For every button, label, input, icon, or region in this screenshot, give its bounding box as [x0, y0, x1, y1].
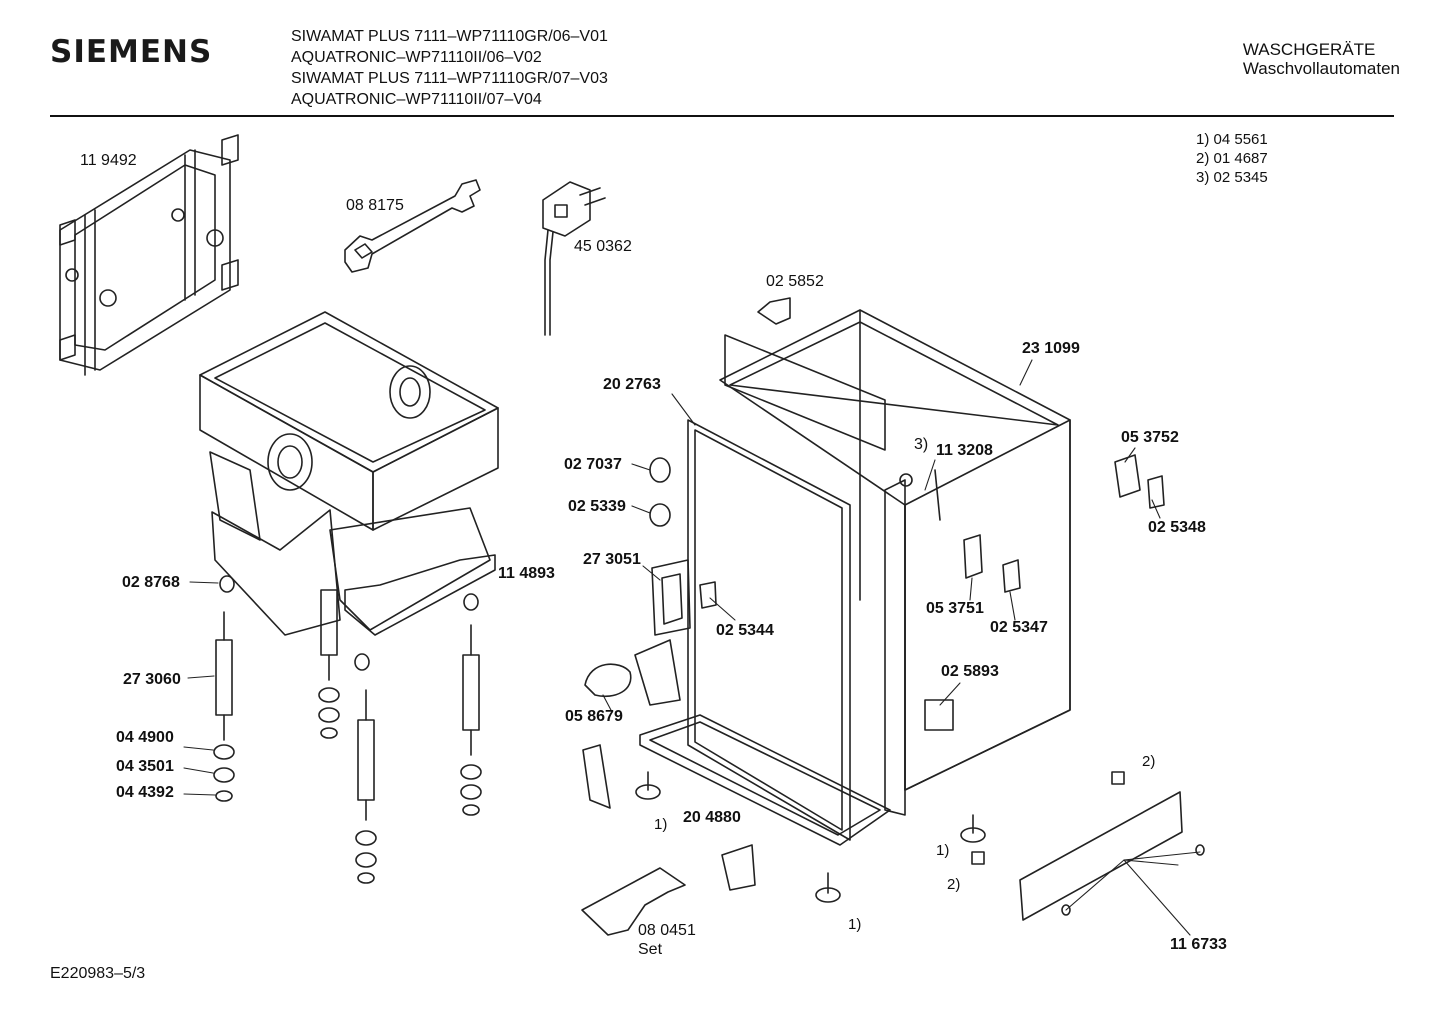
footnote-3: 3) 02 5345	[1196, 169, 1268, 186]
footnote-ref-1c: 1)	[848, 916, 862, 933]
leader-lines	[183, 359, 1201, 936]
washer-stack-drawing	[213, 575, 482, 884]
footnote-list: 1) 04 5561 2) 01 4687 3) 02 5345	[1196, 130, 1268, 187]
power-plug-drawing	[542, 181, 606, 336]
part-label-mounting-frame: 11 9492	[80, 152, 137, 169]
model-line-4: AQUATRONIC–WP71110II/07–V04	[291, 91, 542, 108]
part-label-hinge: 05 3752	[1121, 429, 1179, 446]
model-line-1: SIWAMAT PLUS 7111–WP71110GR/06–V01	[291, 28, 608, 45]
shock-absorber-drawing	[215, 589, 480, 821]
part-label-clip: 02 5852	[766, 273, 824, 290]
part-label-washer: 04 4392	[116, 784, 174, 801]
part-label-front-panel: 20 2763	[603, 376, 661, 393]
cabinet-frame-drawing	[639, 309, 1071, 846]
footnote-1: 1) 04 5561	[1196, 131, 1268, 148]
part-label-switch-housing: 02 5893	[941, 663, 999, 680]
wrench-drawing	[344, 179, 481, 273]
part-label-hinge-plate: 02 5347	[990, 619, 1048, 636]
part-label-cap: 02 8768	[122, 574, 180, 591]
brand-logo: SIEMENS	[50, 34, 213, 70]
part-label-kick-plate: 11 6733	[1170, 936, 1227, 953]
part-label-grommet-1: 02 7037	[564, 456, 622, 473]
footnote-ref-1b: 1)	[936, 842, 950, 859]
part-label-hinge-pin: 02 5348	[1148, 519, 1206, 536]
footnote-ref-1a: 1)	[654, 816, 668, 833]
document-code: E220983–5/3	[50, 965, 146, 982]
part-label-counterweight: 11 4893	[498, 565, 555, 582]
footnote-ref-2a: 2)	[1142, 753, 1156, 770]
header-divider	[50, 115, 1394, 117]
part-label-grommet-2: 02 5339	[568, 498, 626, 515]
part-label-cable-harness: 05 8679	[565, 708, 623, 725]
tub-housing-drawing	[199, 311, 499, 636]
model-list: SIWAMAT PLUS 7111–WP71110GR/06–V01 AQUAT…	[291, 26, 608, 110]
part-label-transport-lock: 08 0451	[638, 922, 696, 939]
model-line-2: AQUATRONIC–WP71110II/06–V02	[291, 49, 542, 66]
part-label-door-hinge: 05 3751	[926, 600, 984, 617]
footnote-ref-3: 3)	[914, 436, 929, 453]
part-label-buffer-1: 04 4900	[116, 729, 174, 746]
part-label-wrench: 08 8175	[346, 197, 404, 214]
product-category: WASCHGERÄTE Waschvollautomaten	[1243, 40, 1400, 78]
part-label-shock-absorber: 27 3060	[123, 671, 181, 688]
part-label-set: Set	[638, 941, 663, 958]
part-label-bracket: 11 3208	[936, 442, 993, 459]
part-label-base-frame: 20 4880	[683, 809, 741, 826]
category-subtitle: Waschvollautomaten	[1242, 59, 1400, 78]
part-label-cabinet-frame: 23 1099	[1022, 340, 1080, 357]
footnote-ref-2b: 2)	[947, 876, 961, 893]
part-label-buffer-2: 04 3501	[116, 758, 174, 775]
part-label-latch: 02 5344	[716, 622, 774, 639]
small-parts-drawing	[581, 297, 1205, 936]
part-label-door-seal: 27 3051	[583, 551, 641, 568]
mounting-frame-drawing	[59, 134, 239, 376]
category-title: WASCHGERÄTE	[1242, 40, 1376, 59]
part-label-power-plug: 45 0362	[574, 238, 632, 255]
model-line-3: SIWAMAT PLUS 7111–WP71110GR/07–V03	[291, 70, 608, 87]
footnote-2: 2) 01 4687	[1196, 150, 1268, 167]
